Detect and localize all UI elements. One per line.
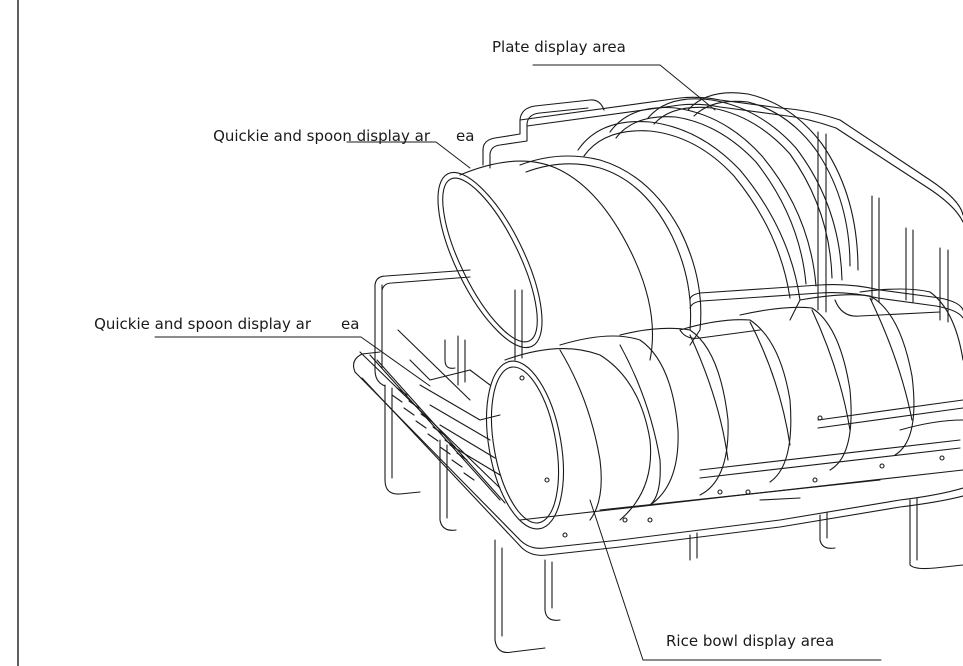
front-basket-frame	[353, 269, 963, 654]
rear-basket-frame	[482, 96, 963, 431]
rice-bowls	[486, 288, 963, 538]
quickie-spoon-label-top: Quickie and spoon display ar ea	[194, 114, 474, 159]
plate-leader-line	[532, 64, 716, 111]
quickie-spoon-label-left: Quickie and spoon display ar ea	[75, 302, 359, 347]
plate-stack	[437, 92, 859, 361]
quickie-top-leader-line	[346, 141, 471, 169]
rice-bowl-leader-line	[589, 499, 882, 661]
quickie-left-text-part2: ea	[341, 315, 360, 333]
rice-bowl-display-label: Rice bowl display area	[666, 632, 835, 650]
leader-lines	[154, 64, 882, 661]
quickie-left-text-part1: Quickie and spoon display ar	[94, 315, 311, 333]
quickie-top-text-part2: ea	[456, 127, 475, 145]
quickie-top-text-part1: Quickie and spoon display ar	[213, 127, 430, 145]
quickie-left-leader-line	[154, 336, 431, 387]
plate-display-label: Plate display area	[492, 38, 626, 56]
